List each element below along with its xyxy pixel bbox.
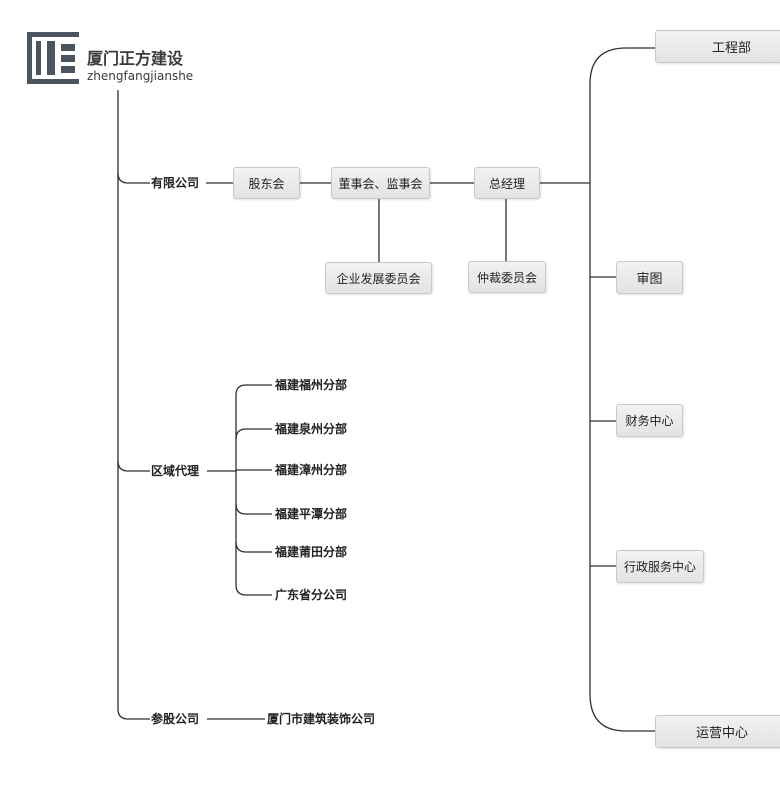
node-development-committee: 企业发展委员会: [325, 262, 432, 294]
node-general-manager: 总经理: [474, 167, 540, 199]
region-connector-2: [235, 428, 272, 440]
region-connector-5: [235, 541, 272, 553]
dept-engineering: 工程部: [655, 30, 780, 63]
node-shareholders: 股东会: [233, 167, 300, 199]
region-connector-6: [235, 584, 272, 596]
right-trunk-bottom-curve: [589, 693, 655, 732]
dept-drawing-review: 审图: [616, 261, 683, 294]
node-arbitration-committee: 仲裁委员会: [468, 261, 546, 293]
branch-regional-line: [117, 460, 150, 472]
brand-name: 厦门正方建设: [87, 49, 184, 68]
affiliate-company: 厦门市建筑装饰公司: [266, 711, 377, 727]
branch-limited-company: 有限公司: [150, 175, 201, 191]
branch-affiliate: 参股公司: [150, 711, 201, 727]
node-board: 董事会、监事会: [331, 167, 430, 199]
right-trunk-top-curve: [589, 47, 655, 85]
region-item: 福建泉州分部: [274, 421, 349, 437]
branch-limited-line: [117, 172, 150, 184]
region-item: 福建莆田分部: [274, 544, 349, 560]
region-item: 广东省分公司: [274, 587, 349, 603]
region-item: 福建平潭分部: [274, 506, 349, 522]
branch-regional-agent: 区域代理: [150, 463, 201, 479]
region-connector-4: [235, 503, 272, 515]
brand-pinyin: zhengfangjianshe: [87, 69, 194, 83]
company-logo-icon: [27, 32, 79, 84]
region-item: 福建漳州分部: [274, 462, 349, 478]
dept-finance: 财务中心: [616, 404, 683, 437]
main-trunk-line: [117, 90, 150, 720]
dept-admin-service: 行政服务中心: [616, 550, 704, 583]
dept-operations: 运营中心: [655, 715, 780, 748]
region-connector-1: [235, 384, 272, 396]
region-item: 福建福州分部: [274, 377, 349, 393]
